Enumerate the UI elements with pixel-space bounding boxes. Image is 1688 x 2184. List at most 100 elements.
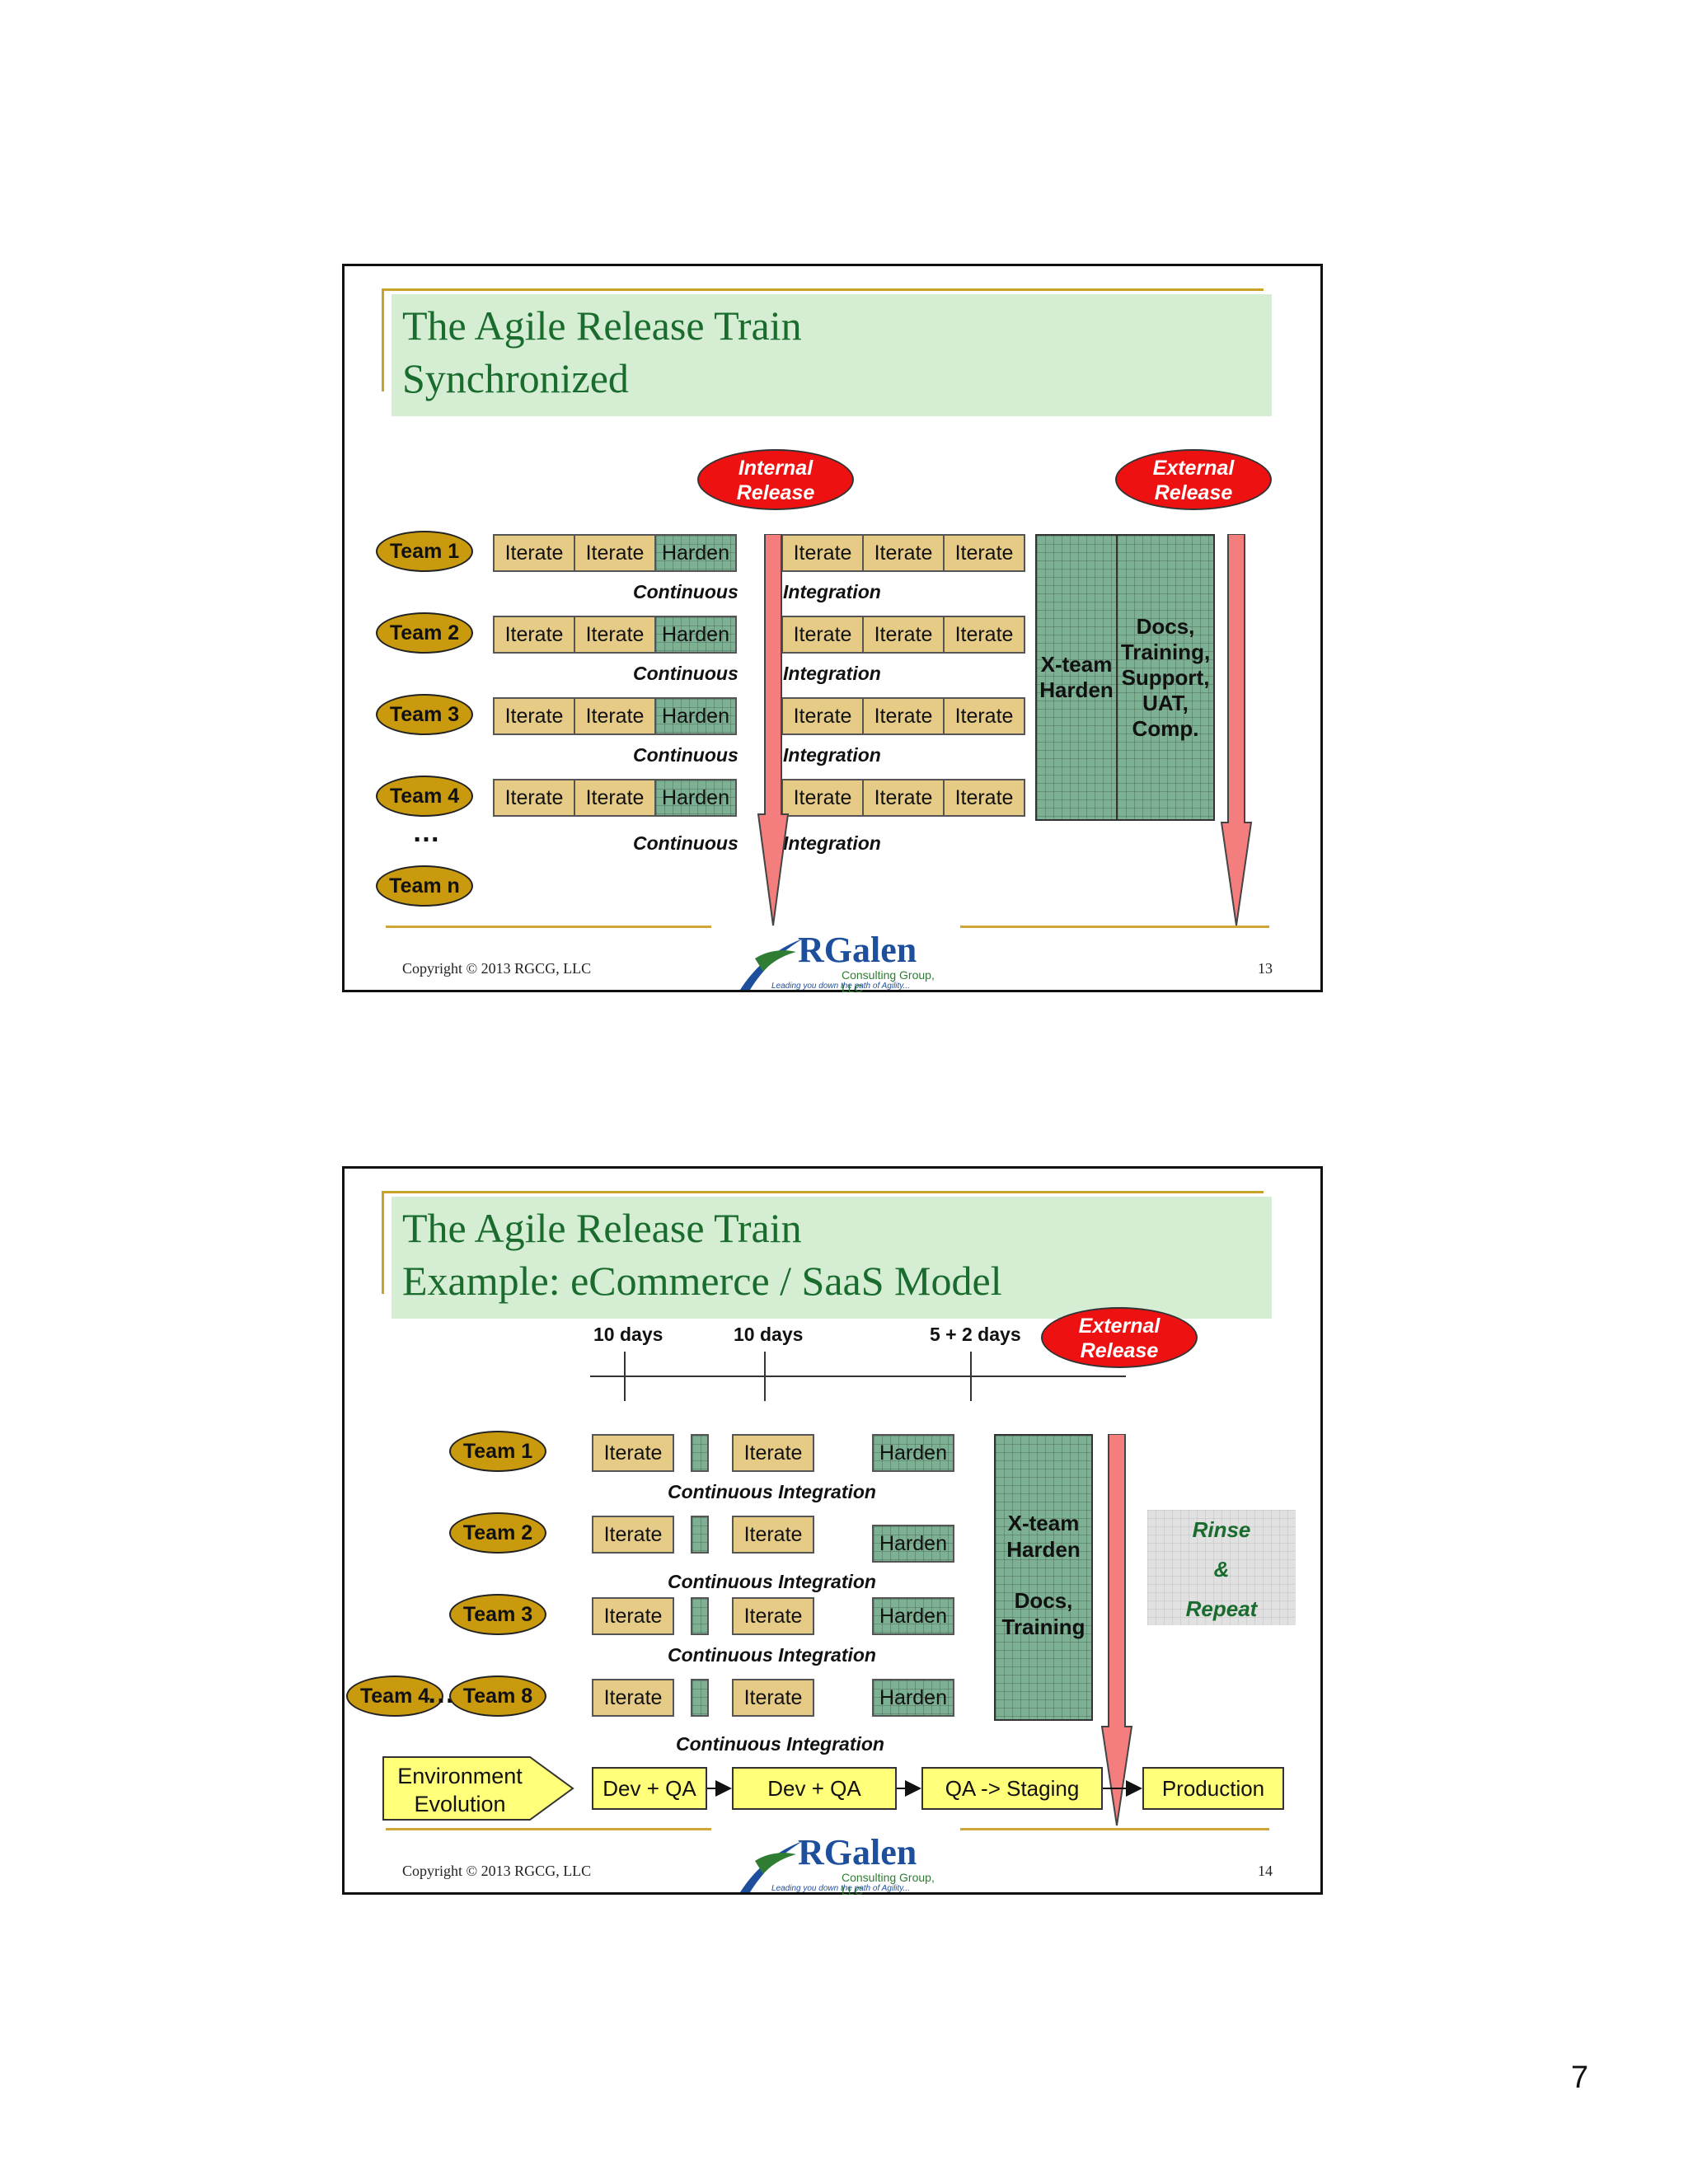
- iterate-box: Iterate: [592, 1679, 674, 1717]
- pipeline-stage: Dev + QA: [732, 1767, 897, 1810]
- iterate-box: Iterate: [574, 534, 656, 572]
- external-release-label: External Release: [1041, 1307, 1198, 1368]
- footer-rule: [386, 926, 711, 928]
- iterate-box: Iterate: [862, 534, 945, 572]
- iterate-box: Iterate: [592, 1597, 674, 1635]
- duration-label: 10 days: [593, 1324, 663, 1345]
- iterate-box: Iterate: [493, 779, 575, 817]
- title-rule-left: [382, 1191, 384, 1294]
- ci-label: Continuous Integration: [668, 1644, 876, 1666]
- environment-evolution-arrow: [382, 1756, 574, 1821]
- timeline: [590, 1352, 1126, 1401]
- team-pill: Team 3: [376, 694, 473, 735]
- iterate-box: Iterate: [574, 616, 656, 654]
- title-rule-left: [382, 288, 384, 391]
- iterate-box: Iterate: [732, 1597, 814, 1635]
- team-pill: Team 1: [449, 1431, 546, 1472]
- iterate-box: Iterate: [493, 697, 575, 735]
- iterate-box: Iterate: [943, 779, 1025, 817]
- ellipsis: …: [412, 817, 440, 848]
- iterate-box: Iterate: [592, 1516, 674, 1554]
- iterate-box: Iterate: [493, 534, 575, 572]
- ci-left-label: Continuous: [633, 663, 738, 684]
- rgalen-logo: RGalen Consulting Group, LLC Leading you…: [738, 926, 945, 995]
- sync-slot: [691, 1516, 709, 1554]
- ci-label: Continuous Integration: [668, 1481, 876, 1502]
- team-pill: Team 3: [449, 1594, 546, 1635]
- ci-label: Continuous Integration: [668, 1571, 876, 1592]
- iterate-box: Iterate: [943, 616, 1025, 654]
- harden-box: Harden: [872, 1597, 954, 1635]
- team-pill: Team 4: [376, 776, 473, 817]
- ci-right-label: Integration: [783, 581, 881, 602]
- environment-evolution-label: Environment Evolution: [397, 1764, 523, 1816]
- team-pill: Team n: [376, 865, 473, 907]
- pipeline-stage: QA -> Staging: [921, 1767, 1103, 1810]
- title-band: [392, 1197, 1272, 1319]
- slide-14: The Agile Release Train Example: eCommer…: [342, 1166, 1323, 1897]
- rgalen-logo: RGalen Consulting Group, LLC Leading you…: [738, 1828, 945, 1897]
- external-release-arrow: [1220, 534, 1253, 926]
- iterate-box: Iterate: [732, 1679, 814, 1717]
- ci-left-label: Continuous: [633, 832, 738, 854]
- ci-right-label: Integration: [783, 832, 881, 854]
- iterate-box: Iterate: [943, 697, 1025, 735]
- sync-slot: [691, 1597, 709, 1635]
- xteam-harden-block: X-team Harden Docs, Training: [994, 1434, 1093, 1721]
- harden-box: Harden: [654, 697, 737, 735]
- copyright: Copyright © 2013 RGCG, LLC: [402, 960, 592, 977]
- ci-left-label: Continuous: [633, 581, 738, 602]
- rinse-repeat-box: Rinse & Repeat: [1147, 1510, 1296, 1625]
- title-band: [392, 294, 1272, 416]
- iterate-box: Iterate: [862, 779, 945, 817]
- iterate-box: Iterate: [862, 616, 945, 654]
- iterate-box: Iterate: [574, 779, 656, 817]
- title-rule: [382, 1191, 1264, 1193]
- team-pill: Team 4: [346, 1675, 443, 1717]
- harden-box: Harden: [872, 1434, 954, 1472]
- harden-box: Harden: [872, 1679, 954, 1717]
- slide-number: 13: [1258, 960, 1273, 977]
- iterate-box: Iterate: [862, 697, 945, 735]
- document-page-number: 7: [1571, 2060, 1589, 2095]
- title-rule: [382, 288, 1264, 291]
- iterate-box: Iterate: [592, 1434, 674, 1472]
- iterate-box: Iterate: [574, 697, 656, 735]
- iterate-box: Iterate: [493, 616, 575, 654]
- external-release-label: External Release: [1115, 449, 1272, 510]
- iterate-box: Iterate: [781, 534, 864, 572]
- footer-rule: [960, 926, 1269, 928]
- slide-13: The Agile Release Train Synchronized Int…: [342, 264, 1323, 995]
- slide-number: 14: [1258, 1863, 1273, 1879]
- external-release-arrow: [1100, 1434, 1133, 1826]
- internal-release-label: Internal Release: [697, 449, 854, 510]
- harden-box: Harden: [654, 779, 737, 817]
- team-pill: Team 2: [376, 612, 473, 654]
- harden-box: Harden: [872, 1525, 954, 1563]
- duration-label: 10 days: [734, 1324, 804, 1345]
- footer-rule: [386, 1828, 711, 1830]
- ci-label: Continuous Integration: [676, 1733, 884, 1755]
- slide-title: The Agile Release Train Synchronized: [402, 302, 802, 401]
- team-pill: Team 8: [449, 1675, 546, 1717]
- swoosh-icon: [740, 939, 803, 990]
- ci-right-label: Integration: [783, 663, 881, 684]
- iterate-box: Iterate: [781, 697, 864, 735]
- pipeline-stage: Production: [1142, 1767, 1284, 1810]
- iterate-box: Iterate: [781, 616, 864, 654]
- pipeline-stage: Dev + QA: [592, 1767, 707, 1810]
- harden-box: Harden: [654, 534, 737, 572]
- ci-left-label: Continuous: [633, 744, 738, 766]
- copyright: Copyright © 2013 RGCG, LLC: [402, 1863, 592, 1879]
- xteam-harden-block: X-team Harden: [1035, 534, 1118, 821]
- iterate-box: Iterate: [732, 1516, 814, 1554]
- sync-slot: [691, 1434, 709, 1472]
- slide-title: The Agile Release Train Example: eCommer…: [402, 1205, 1002, 1304]
- iterate-box: Iterate: [732, 1434, 814, 1472]
- iterate-box: Iterate: [781, 779, 864, 817]
- duration-label: 5 + 2 days: [930, 1324, 1021, 1345]
- ci-right-label: Integration: [783, 744, 881, 766]
- footer-rule: [960, 1828, 1269, 1830]
- sync-slot: [691, 1679, 709, 1717]
- team-pill: Team 2: [449, 1512, 546, 1554]
